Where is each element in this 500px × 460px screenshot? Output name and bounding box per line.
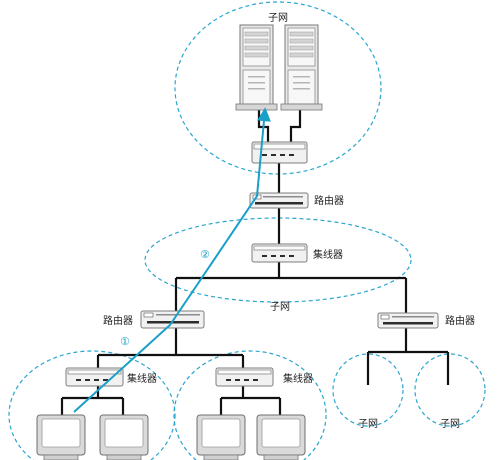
left-router (140, 310, 205, 329)
small-subnet-left-label: 子网 (358, 418, 378, 430)
top-hub (251, 141, 308, 164)
computer-2 (99, 414, 149, 460)
data-path-arrow (73, 107, 271, 413)
step-one-marker: ① (120, 335, 130, 348)
middle-subnet-cloud (144, 217, 412, 303)
computer-1 (36, 414, 86, 460)
small-subnet-cloud-left (332, 353, 404, 427)
right-router (377, 312, 439, 329)
computer-3 (196, 414, 246, 460)
network-wires (60, 110, 450, 415)
left-router-label: 路由器 (103, 314, 133, 327)
middle-hub-label: 集线器 (313, 248, 343, 261)
middle-subnet-label: 子网 (270, 301, 290, 313)
server-right (280, 24, 323, 111)
left-hub-label: 集线器 (127, 372, 157, 385)
middle-hub (251, 243, 308, 263)
step-two-marker: ② (200, 248, 210, 261)
small-subnet-cloud-right (414, 353, 486, 427)
middle-bottom-hub (215, 367, 274, 387)
server-left (235, 24, 278, 111)
computer-4 (256, 414, 306, 460)
small-subnet-right-label: 子网 (440, 418, 460, 430)
top-router (249, 192, 309, 209)
left-hub (65, 367, 124, 387)
top-router-label: 路由器 (314, 194, 344, 207)
top-subnet-label: 子网 (268, 12, 288, 24)
bottom-middle-subnet-cloud (173, 350, 327, 460)
bottom-left-subnet-cloud (8, 350, 176, 460)
middle-bottom-hub-label: 集线器 (283, 372, 313, 385)
right-router-label: 路由器 (445, 314, 475, 327)
